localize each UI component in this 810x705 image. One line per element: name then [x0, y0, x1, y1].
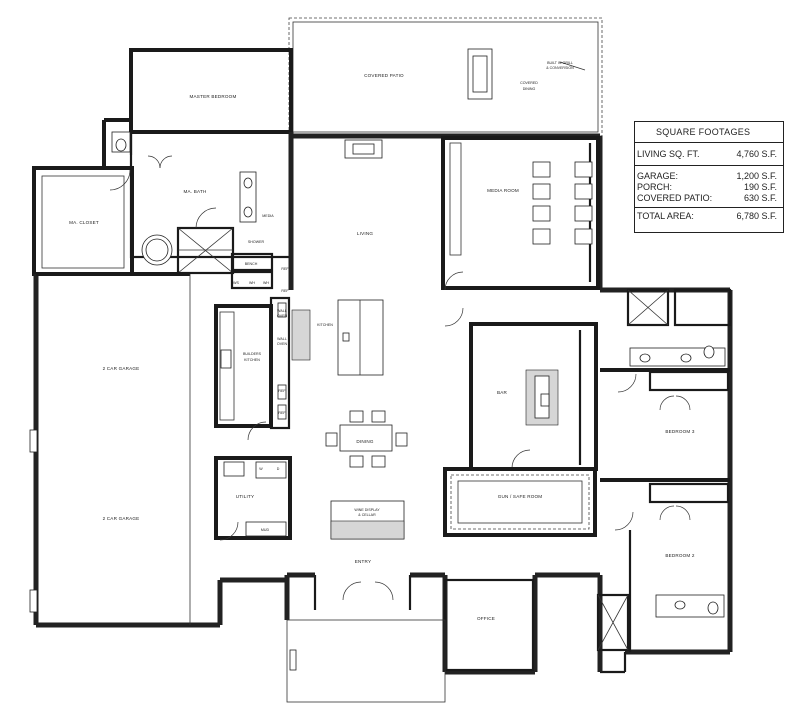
grill-note-label-2: & CONVERSION: [546, 66, 574, 70]
wh-label: WH: [249, 281, 255, 285]
wall-oven-label: WALL: [277, 309, 287, 313]
sqft-garage-row: GARAGE: 1,200 S.F.: [635, 171, 783, 182]
bedroom-3-label: BEDROOM 3: [665, 429, 695, 434]
utility-label: UTILITY: [236, 494, 255, 499]
ref2-label: REF: [281, 289, 289, 293]
bedroom-2-label: BEDROOM 2: [665, 553, 695, 558]
covered-dining-label: COVERED: [520, 81, 538, 85]
ma-closet-label: MA. CLOSET: [69, 220, 99, 225]
sqft-total-value: 6,780 S.F.: [736, 211, 777, 221]
sqft-garage-value: 1,200 S.F.: [736, 171, 777, 181]
ws-label: WS: [233, 281, 239, 285]
sqft-living-label: LIVING SQ. FT.: [637, 149, 700, 159]
covered-patio-label: COVERED PATIO: [364, 73, 404, 78]
ref-label: REF: [281, 267, 289, 271]
builders-kitchen-label: BUILDERS: [243, 352, 262, 356]
sqft-porch-value: 190 S.F.: [743, 182, 777, 192]
bar-label: BAR: [497, 390, 508, 395]
sqft-covered-patio-row: COVERED PATIO: 630 S.F.: [635, 193, 783, 204]
wall-oven-label-2: OVEN: [277, 314, 288, 318]
sqft-total-label: TOTAL AREA:: [637, 211, 694, 221]
master-bedroom-label: MASTER BEDROOM: [190, 94, 237, 99]
sqft-garage-label: GARAGE:: [637, 171, 679, 181]
media-seating: [532, 161, 593, 245]
ref3-label: REF: [278, 389, 286, 393]
office-label: OFFICE: [477, 616, 495, 621]
dining-label: DINING: [356, 439, 374, 444]
grill-note-label: BUILT IN GRILL: [547, 61, 573, 65]
kitchen-label: KITCHEN: [317, 323, 333, 327]
media-small-label: MEDIA: [262, 214, 274, 218]
ref4-label: REF: [278, 411, 286, 415]
media-room-label: MEDIA ROOM: [487, 188, 519, 193]
wh2-label: WH: [263, 281, 269, 285]
exterior-walls: [29, 132, 733, 675]
wine-display-label: WINE DISPLAY: [354, 508, 380, 512]
bedroom-wing: [596, 288, 732, 652]
wine-display-label-2: & CELLAR: [358, 513, 376, 517]
garage-label-b: 2 CAR GARAGE: [103, 516, 140, 521]
gun-safe-room-label: GUN / SAFE ROOM: [498, 494, 543, 499]
entry-label: ENTRY: [355, 559, 372, 564]
sqft-total-row: TOTAL AREA: 6,780 S.F.: [635, 207, 783, 225]
shower-label: SHOWER: [248, 240, 265, 244]
ma-bath-label: MA. BATH: [184, 189, 207, 194]
room-labels: COVERED PATIO COVERED DINING BUILT IN GR…: [69, 61, 695, 621]
square-footage-table: SQUARE FOOTAGES LIVING SQ. FT. 4,760 S.F…: [634, 121, 784, 233]
sqft-covered-patio-label: COVERED PATIO:: [637, 193, 713, 203]
garage-label-a: 2 CAR GARAGE: [103, 366, 140, 371]
sqft-covered-patio-value: 630 S.F.: [743, 193, 777, 203]
bench-label: BENCH: [245, 262, 258, 266]
interior-walls: [214, 136, 600, 703]
sqft-porch-label: PORCH:: [637, 182, 673, 192]
sqft-living-row: LIVING SQ. FT. 4,760 S.F.: [635, 143, 783, 166]
washer-label: W: [259, 467, 263, 471]
wall-oven2-label: WALL: [277, 337, 287, 341]
dryer-label: D: [277, 467, 280, 471]
covered-patio: [288, 17, 603, 137]
mud-label: MUD: [261, 528, 270, 532]
covered-dining-label-2: DINING: [523, 87, 536, 91]
sqft-title: SQUARE FOOTAGES: [635, 122, 783, 143]
builders-kitchen-label-2: KITCHEN: [244, 358, 260, 362]
master-suite: [32, 48, 293, 290]
wall-oven2-label-2: OVEN: [277, 342, 288, 346]
sqft-living-value: 4,760 S.F.: [736, 149, 777, 159]
sqft-porch-row: PORCH: 190 S.F.: [635, 182, 783, 193]
living-label: LIVING: [357, 231, 373, 236]
